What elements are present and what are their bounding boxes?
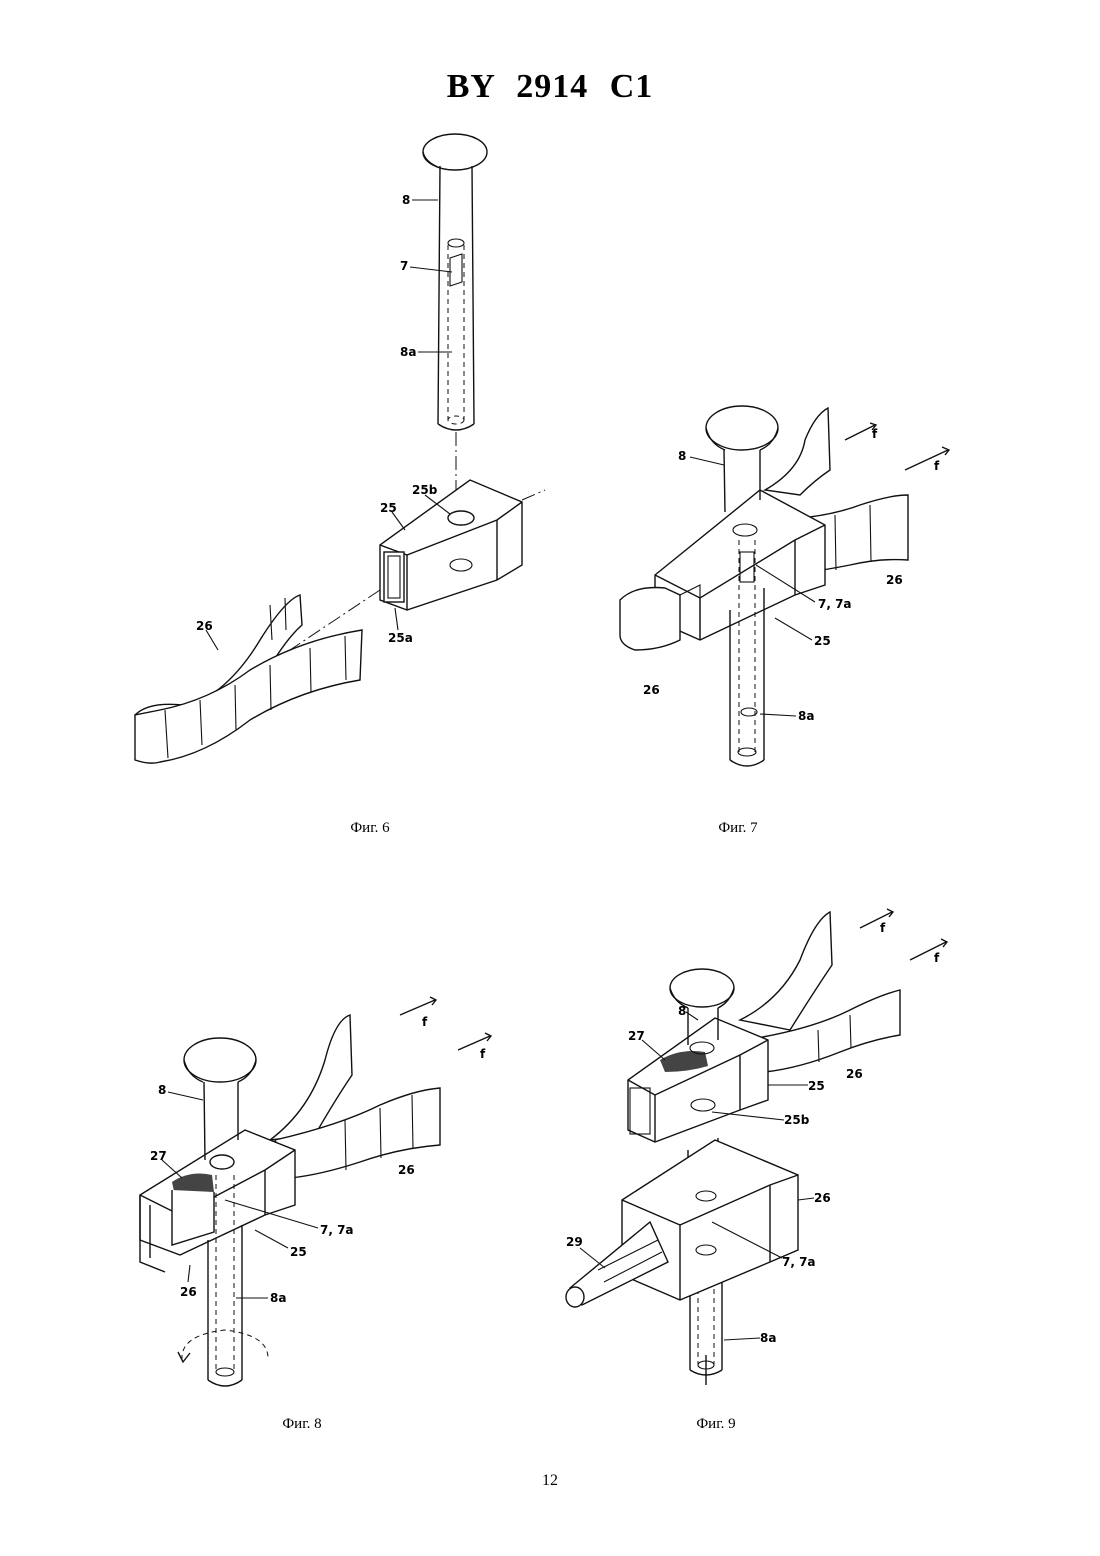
fig9-label-block-hole: 25b bbox=[784, 1113, 810, 1127]
figure-9-caption: Фиг. 9 bbox=[656, 1416, 776, 1433]
fig9-label-head: 8 bbox=[678, 1004, 686, 1018]
figure-9-drawing: 8 f f 27 26 25 25b 26 29 7, 7a 8a bbox=[0, 0, 1100, 1420]
fig9-label-slot: 7, 7a bbox=[782, 1255, 816, 1269]
page-number: 12 bbox=[0, 1472, 1100, 1490]
fig9-label-block: 25 bbox=[808, 1079, 825, 1093]
fig9-label-strip: 26 bbox=[846, 1067, 863, 1081]
fig9-label-arrow1: f bbox=[880, 921, 886, 935]
fig9-label-bore: 8a bbox=[760, 1331, 776, 1345]
fig9-label-lower-block: 26 bbox=[814, 1191, 831, 1205]
fig9-label-insert: 27 bbox=[628, 1029, 645, 1043]
fig9-label-arrow2: f bbox=[934, 951, 940, 965]
fig9-label-nozzle: 29 bbox=[566, 1235, 583, 1249]
